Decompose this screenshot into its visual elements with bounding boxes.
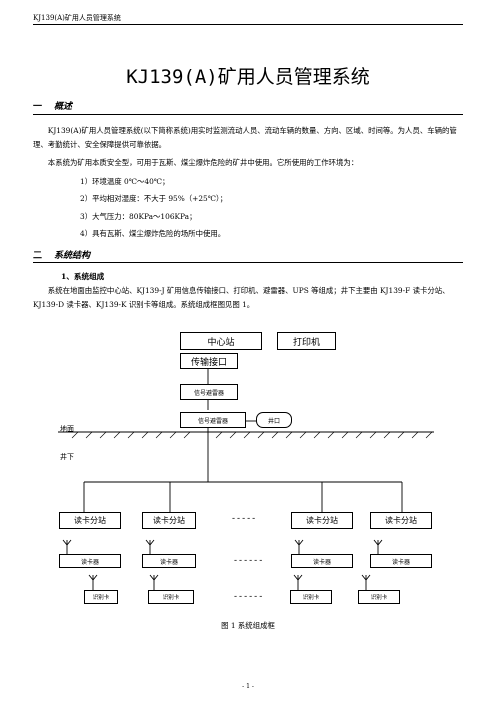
lightning-arrester-box: 信号避雷器 [180,384,238,400]
section-rule [33,262,463,263]
section-number: 一 [33,102,43,112]
card-substation-box: 读卡分站 [142,512,196,529]
card-reader-box: 读卡器 [142,554,196,568]
header-rule [33,24,463,25]
underground-label: 井下 [60,453,74,461]
env-item: 2）平均相对湿度：不大于 95%（+25℃）； [80,194,228,203]
reader-ellipsis: ------ [234,556,265,566]
structure-paragraph: 系统在地面由监控中心站、KJ139-J 矿用信息传输接口、打印机、避雷器、UPS… [33,286,450,309]
id-card-box: 识别卡 [358,590,400,604]
document-title: KJ139(A)矿用人员管理系统 [126,66,370,88]
card-substation-box: 读卡分站 [291,512,353,529]
running-header: KJ139(A)矿用人员管理系统 [33,14,121,22]
id-card-box: 识别卡 [290,590,332,604]
section-number: 二 [33,251,43,261]
card-reader-box: 读卡器 [291,554,353,568]
card-reader-box: 读卡器 [59,554,121,568]
overview-paragraph-1: KJ139(A)矿用人员管理系统(以下简称系统)用实时监测流动人员、流动车辆的数… [33,126,457,149]
figure-caption: 图 1 系统组成框 [221,621,275,630]
section-heading-structure: 二 系统结构 [33,248,90,261]
env-item: 3）大气压力：80KPa～106KPa； [80,212,197,221]
id-card-box: 识别卡 [84,590,118,604]
well-mouth-box: 井口 [256,412,292,428]
transmission-interface-box: 传输接口 [180,353,238,369]
card-substation-box: 读卡分站 [59,512,121,529]
section-title: 概述 [54,102,73,112]
card-ellipsis: ------ [234,592,265,602]
section-rule [33,114,463,115]
printer-box: 打印机 [277,332,336,350]
card-substation-box: 读卡分站 [370,512,432,529]
env-item: 4）具有瓦斯、煤尘爆炸危险的场所中使用。 [80,229,226,238]
lightning-arrester-box: 信号避雷器 [180,412,246,428]
section-title: 系统结构 [54,251,91,261]
center-station-box: 中心站 [180,332,262,350]
ground-label: 地面 [60,425,74,433]
overview-paragraph-2: 本系统为矿用本质安全型，可用于瓦斯、煤尘爆炸危险的矿井中使用。它所使用的工作环境… [47,158,359,167]
env-item: 1）环境温度 0℃～40℃； [80,177,170,186]
page-number: - 1 - [242,683,254,690]
id-card-box: 识别卡 [148,590,194,604]
subsection-heading: 1、系统组成 [61,272,105,281]
substation-ellipsis: ----- [232,514,258,524]
section-heading-overview: 一 概述 [33,99,72,112]
card-reader-box: 读卡器 [370,554,432,568]
